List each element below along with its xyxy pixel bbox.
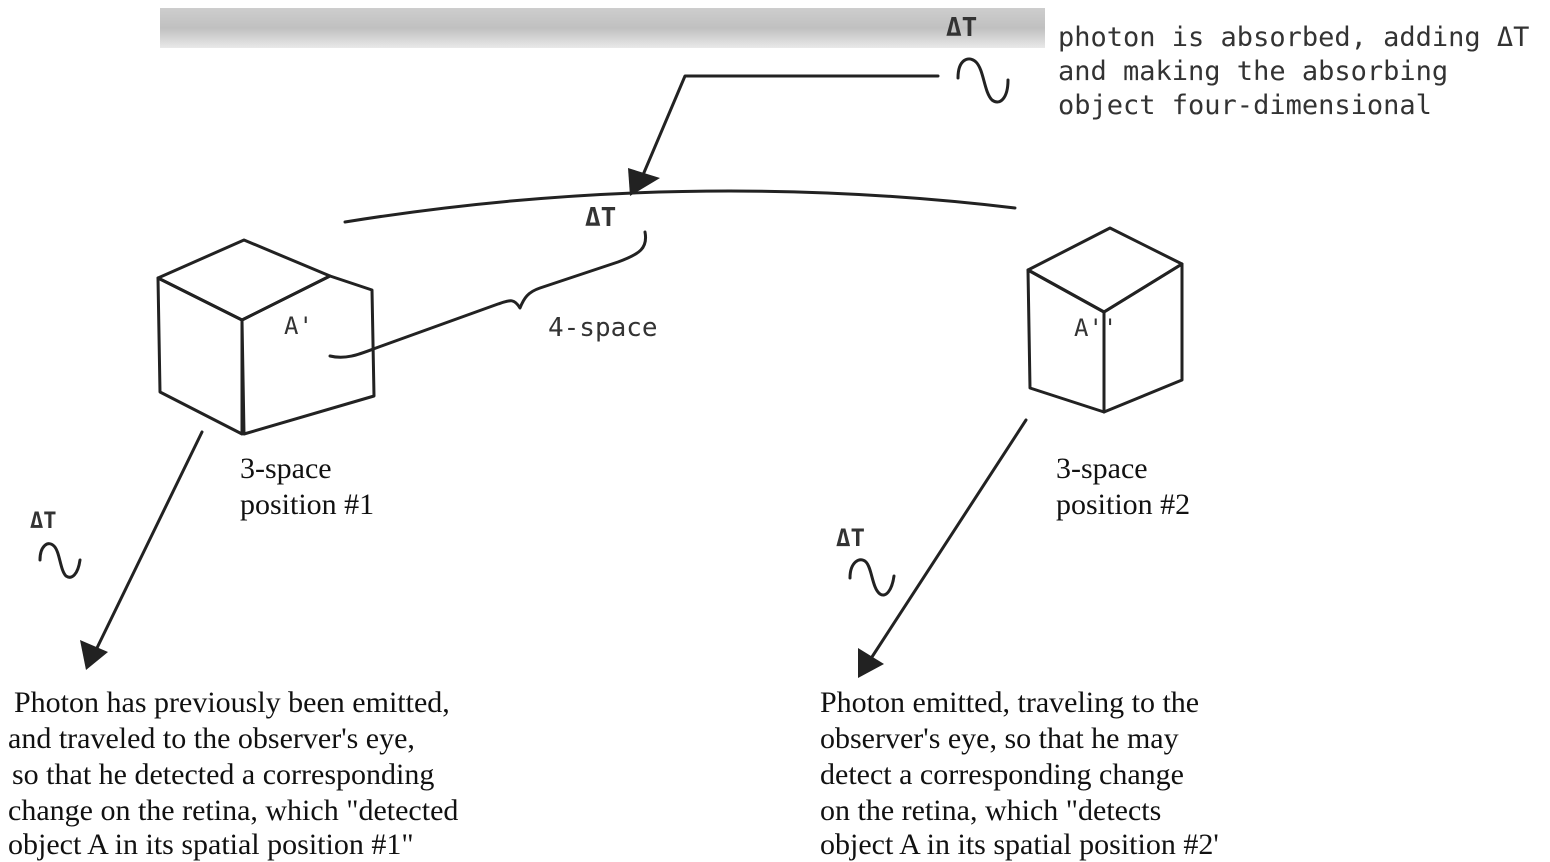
center-delta-t-label: ΔT xyxy=(585,203,616,233)
current-photon-description-line-3: detect a corresponding change xyxy=(820,758,1184,791)
right-emitted-photon-line xyxy=(868,418,1028,662)
position-2-caption-line-1: 3-space xyxy=(1056,452,1148,485)
past-photon-description-line-4: change on the retina, which "detected xyxy=(8,794,458,827)
position-2-caption-line-2: position #2 xyxy=(1056,488,1190,521)
current-photon-description-line-2: observer's eye, so that he may xyxy=(820,722,1179,755)
past-photon-description-line-3: so that he detected a corresponding xyxy=(12,758,434,791)
cube-a-prime-side-face xyxy=(240,274,376,436)
right-photon-wave-icon xyxy=(848,558,896,597)
cube-a-prime-label: A' xyxy=(284,312,313,340)
absorption-note-line-2: and making the absorbing xyxy=(1058,56,1448,87)
absorption-note-line-1: photon is absorbed, adding ΔT xyxy=(1058,22,1529,53)
left-emitted-photon-arrowhead xyxy=(80,640,108,670)
past-photon-description-line-1: Photon has previously been emitted, xyxy=(14,686,450,719)
current-photon-description-line-1: Photon emitted, traveling to the xyxy=(820,686,1199,719)
position-1-caption: 3-space position #1 xyxy=(240,452,374,521)
cube-a-prime-front-face xyxy=(156,276,244,436)
cube-a-double-prime: A'' xyxy=(1026,226,1184,414)
right-photon-delta-t-label: ΔT xyxy=(836,524,865,552)
past-photon-description-line-2: and traveled to the observer's eye, xyxy=(8,722,415,755)
incoming-photon-line xyxy=(638,74,940,184)
position-1-caption-line-2: position #1 xyxy=(240,488,374,521)
top-photon-wave-icon xyxy=(956,57,1010,104)
incoming-photon-arrowhead xyxy=(628,168,660,196)
four-space-arc xyxy=(343,189,1017,224)
position-1-caption-line-1: 3-space xyxy=(240,452,332,485)
scan-artifact-strip xyxy=(160,8,1045,48)
right-emitted-photon-arrowhead xyxy=(858,648,884,678)
four-space-brace xyxy=(328,230,648,359)
cube-a-double-prime-label: A'' xyxy=(1074,314,1117,342)
cube-a-prime-top-face xyxy=(156,238,332,322)
four-space-label: 4-space xyxy=(548,313,658,343)
cube-a-double-prime-top-face xyxy=(1026,226,1184,314)
past-photon-description-line-5: object A in its spatial position #1" xyxy=(8,828,414,861)
left-emitted-photon-line xyxy=(94,430,204,652)
current-photon-description-line-4: on the retina, which "detects xyxy=(820,794,1161,827)
current-photon-description-line-5: object A in its spatial position #2' xyxy=(820,828,1219,861)
current-photon-description: Photon emitted, traveling to the observe… xyxy=(820,686,1219,861)
position-2-caption: 3-space position #2 xyxy=(1056,452,1190,521)
absorption-note-line-3: object four-dimensional xyxy=(1058,90,1432,121)
past-photon-description: Photon has previously been emitted, and … xyxy=(8,686,458,861)
left-photon-delta-t-label: ΔT xyxy=(30,509,57,534)
cube-a-double-prime-side-face xyxy=(1102,262,1184,414)
cube-a-prime: A' xyxy=(156,238,376,436)
left-photon-wave-icon xyxy=(38,542,82,579)
top-delta-t-label: ΔT xyxy=(946,13,977,43)
absorption-note: photon is absorbed, adding ΔT and making… xyxy=(1058,22,1529,121)
